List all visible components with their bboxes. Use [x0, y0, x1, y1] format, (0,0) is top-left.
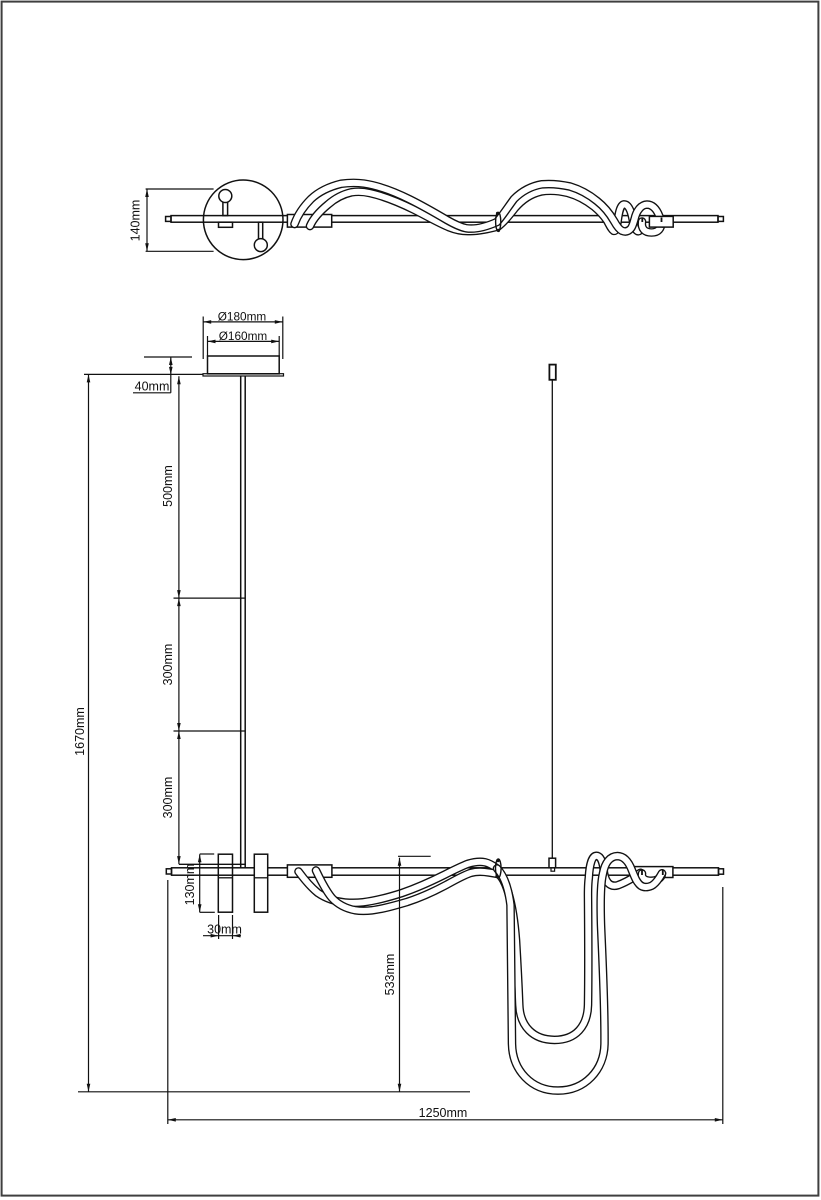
svg-text:1250mm: 1250mm — [419, 1106, 468, 1120]
svg-text:30mm: 30mm — [207, 923, 242, 937]
svg-text:Ø180mm: Ø180mm — [218, 309, 267, 323]
svg-text:533mm: 533mm — [383, 954, 397, 996]
svg-text:500mm: 500mm — [161, 465, 175, 507]
svg-text:40mm: 40mm — [135, 380, 170, 394]
svg-text:Ø160mm: Ø160mm — [219, 329, 268, 343]
svg-text:300mm: 300mm — [161, 777, 175, 819]
svg-text:130mm: 130mm — [183, 864, 197, 906]
svg-text:140mm: 140mm — [129, 200, 143, 242]
svg-text:1670mm: 1670mm — [73, 707, 87, 756]
svg-text:300mm: 300mm — [161, 644, 175, 686]
